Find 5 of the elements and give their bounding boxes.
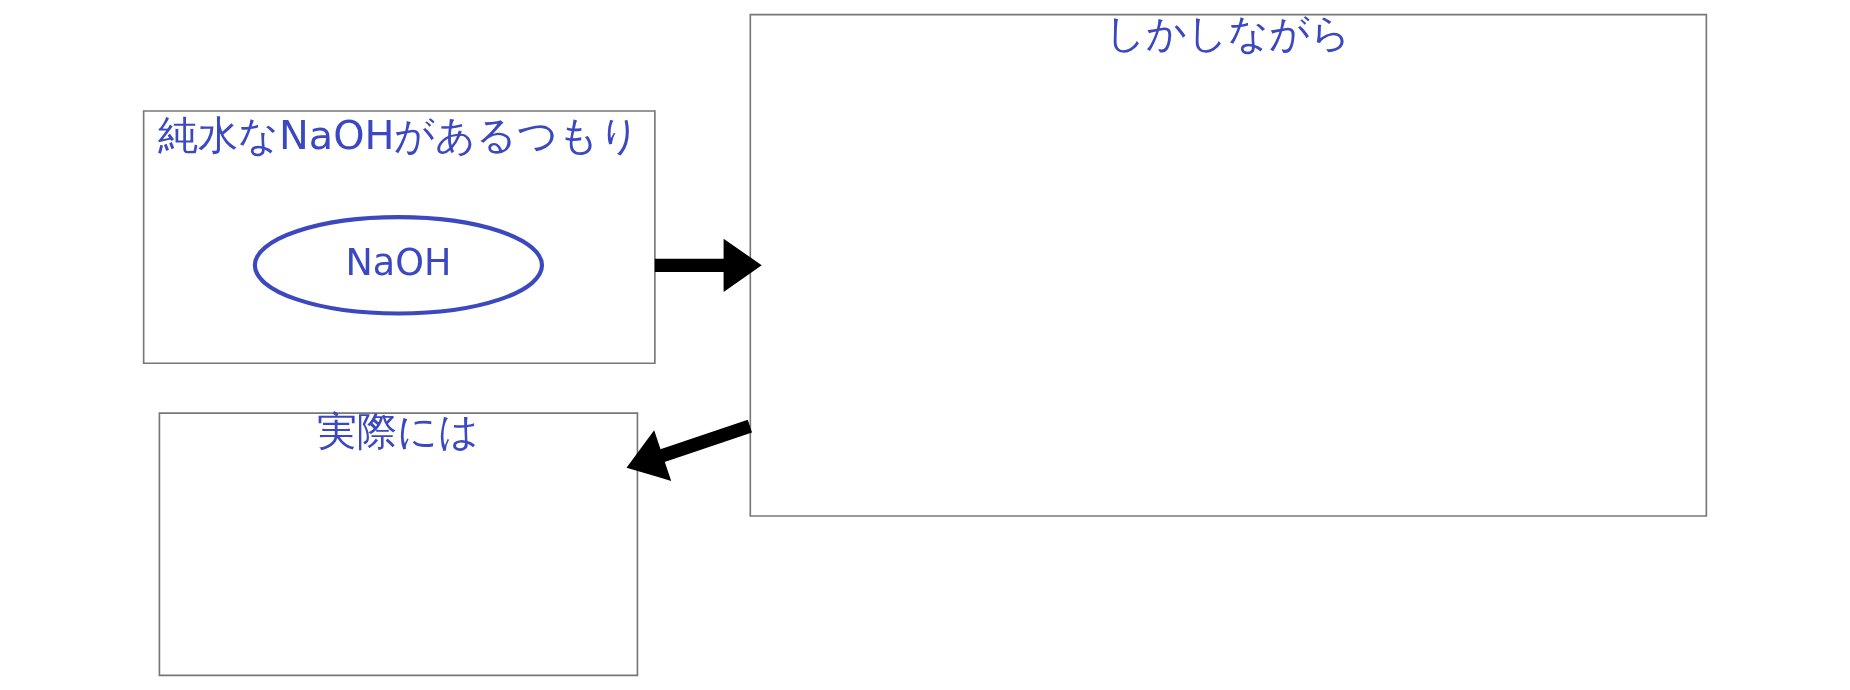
arrow [654, 238, 762, 293]
node-box: 実際には [158, 412, 639, 677]
node-ellipse: NaOH [252, 215, 545, 316]
arrow [626, 419, 753, 481]
node-box: しかしながら [749, 13, 1708, 517]
